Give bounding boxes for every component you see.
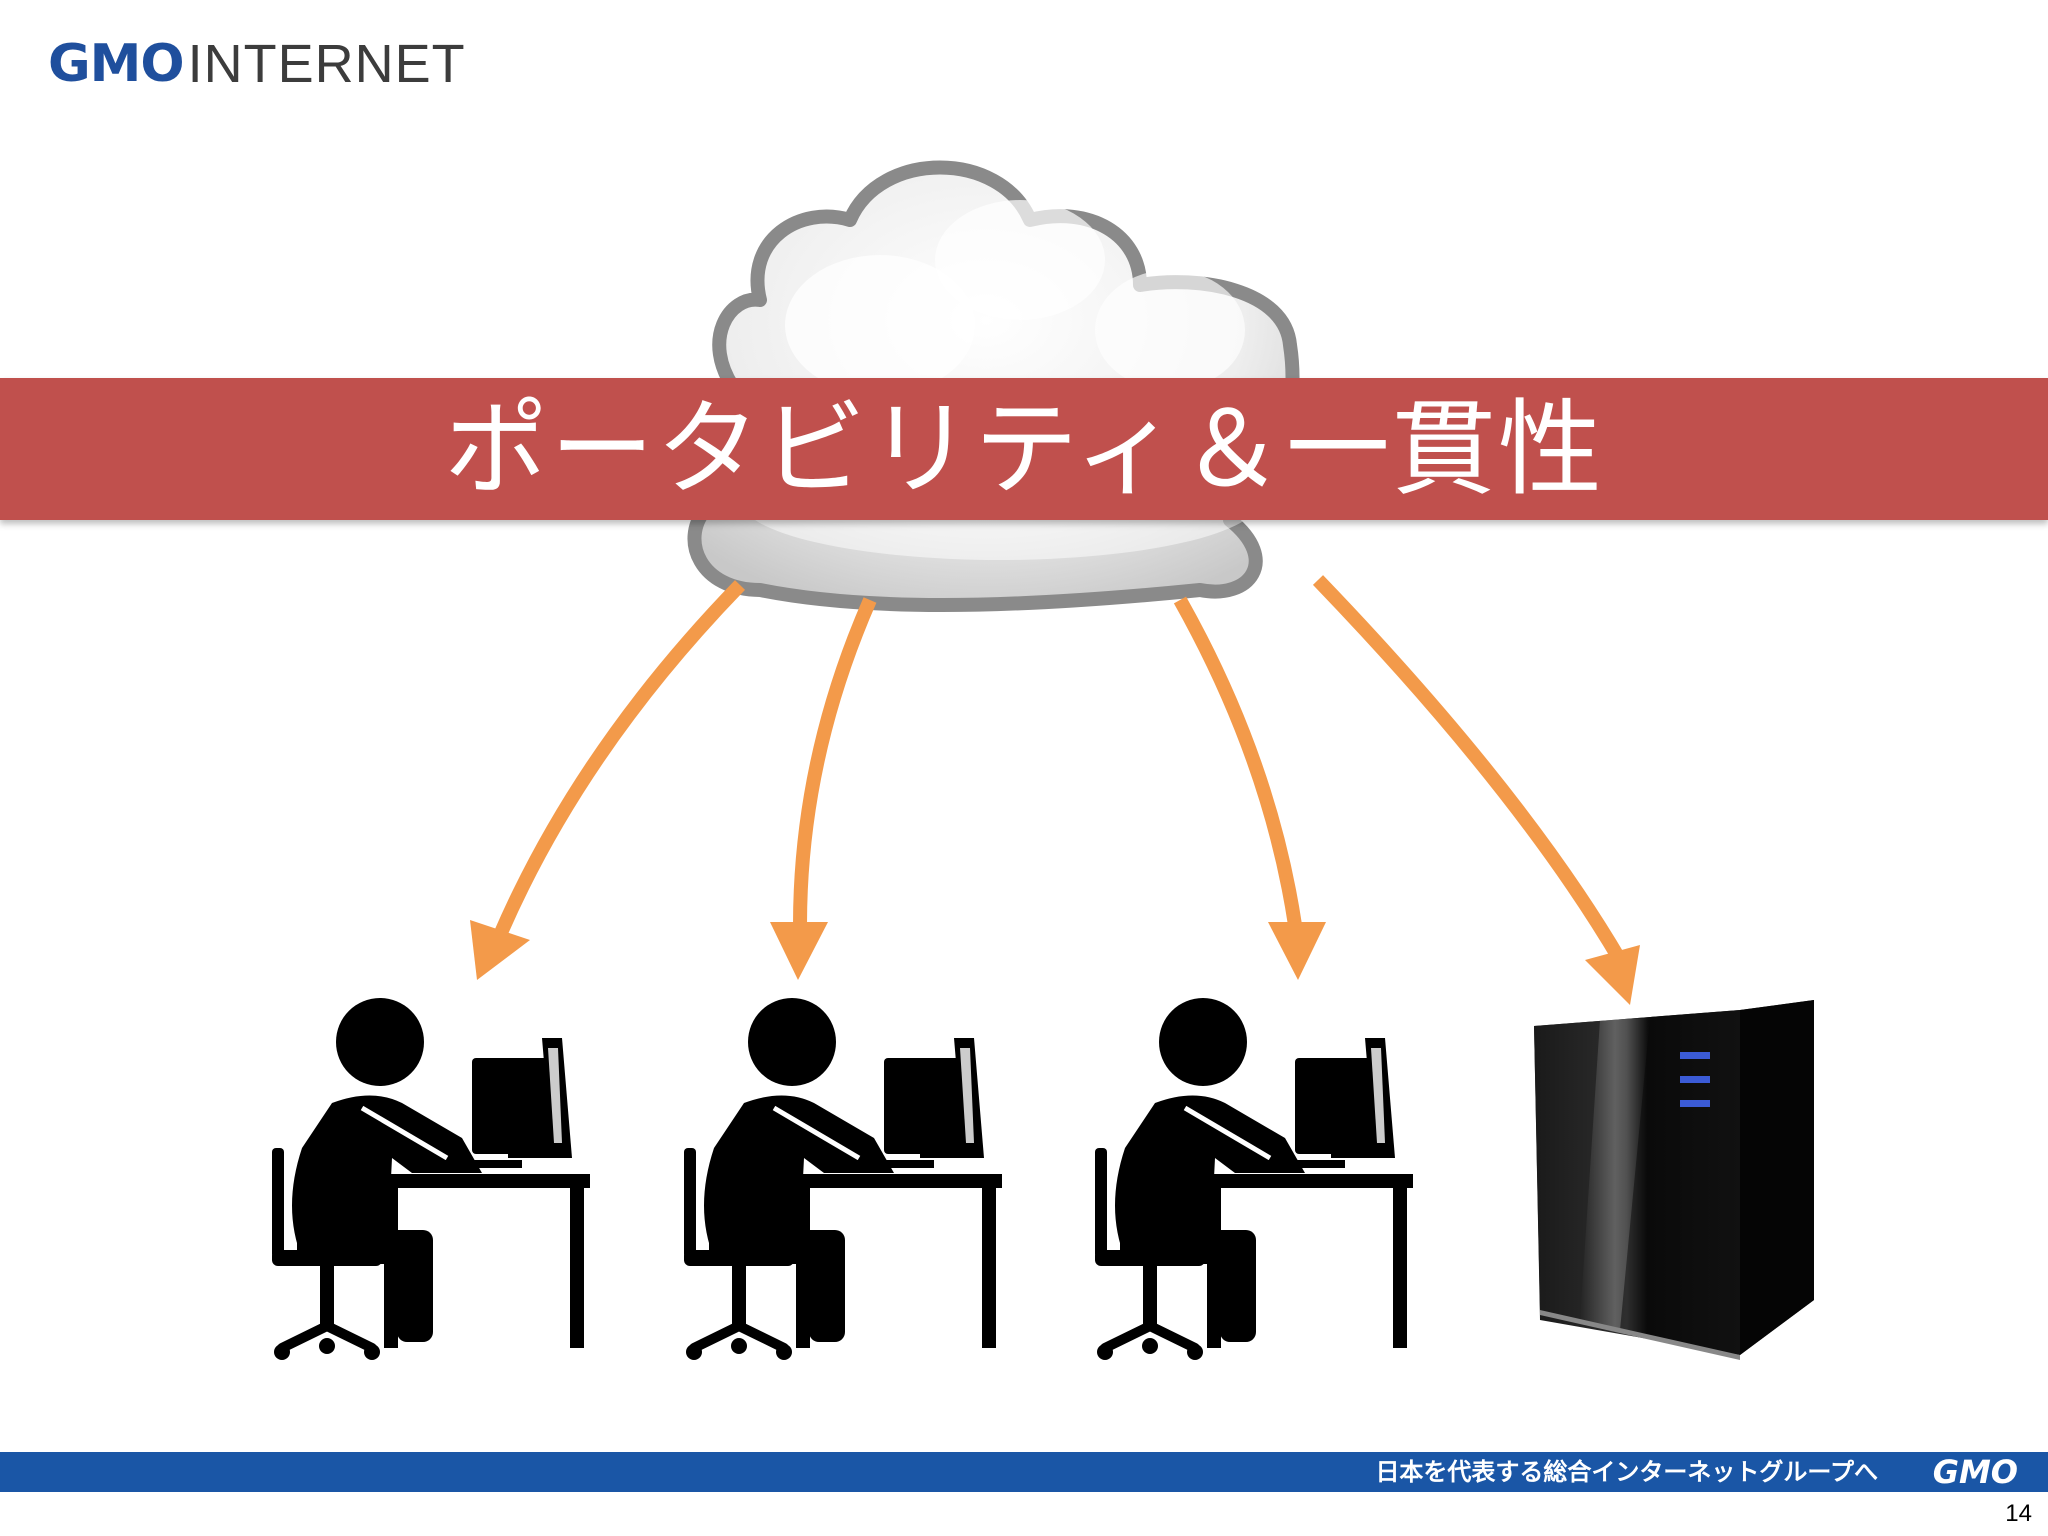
page-number: 14	[2005, 1500, 2032, 1527]
title-banner: ポータビリティ＆一貫性	[0, 378, 2048, 520]
footer-gmo-logo: GMO	[1932, 1453, 2018, 1491]
logo-mark: GMO	[48, 34, 185, 94]
person-at-computer-icon-1	[272, 998, 590, 1360]
arrowhead-1	[470, 920, 530, 980]
logo-word: INTERNET	[187, 34, 466, 94]
arrowhead-3	[1268, 922, 1326, 980]
arrowhead-4	[1585, 945, 1640, 1005]
arrow-to-server	[1312, 575, 1627, 964]
arrowhead-2	[770, 922, 828, 980]
arrow-to-workstation-3	[1173, 596, 1302, 927]
arrow-to-workstation-1	[493, 580, 746, 938]
footer-tagline: 日本を代表する総合インターネットグループへ	[1375, 1458, 1878, 1486]
server-tower-icon	[1534, 1000, 1814, 1360]
arrow-to-workstation-2	[793, 597, 877, 926]
arrows	[470, 575, 1640, 1005]
person-at-computer-icon-3	[1095, 998, 1413, 1360]
gmo-internet-logo: GMO INTERNET	[48, 34, 466, 94]
footer-bar: 日本を代表する総合インターネットグループへ GMO	[0, 1452, 2048, 1492]
slide-title: ポータビリティ＆一貫性	[444, 388, 1604, 510]
person-at-computer-icon-2	[684, 998, 1002, 1360]
